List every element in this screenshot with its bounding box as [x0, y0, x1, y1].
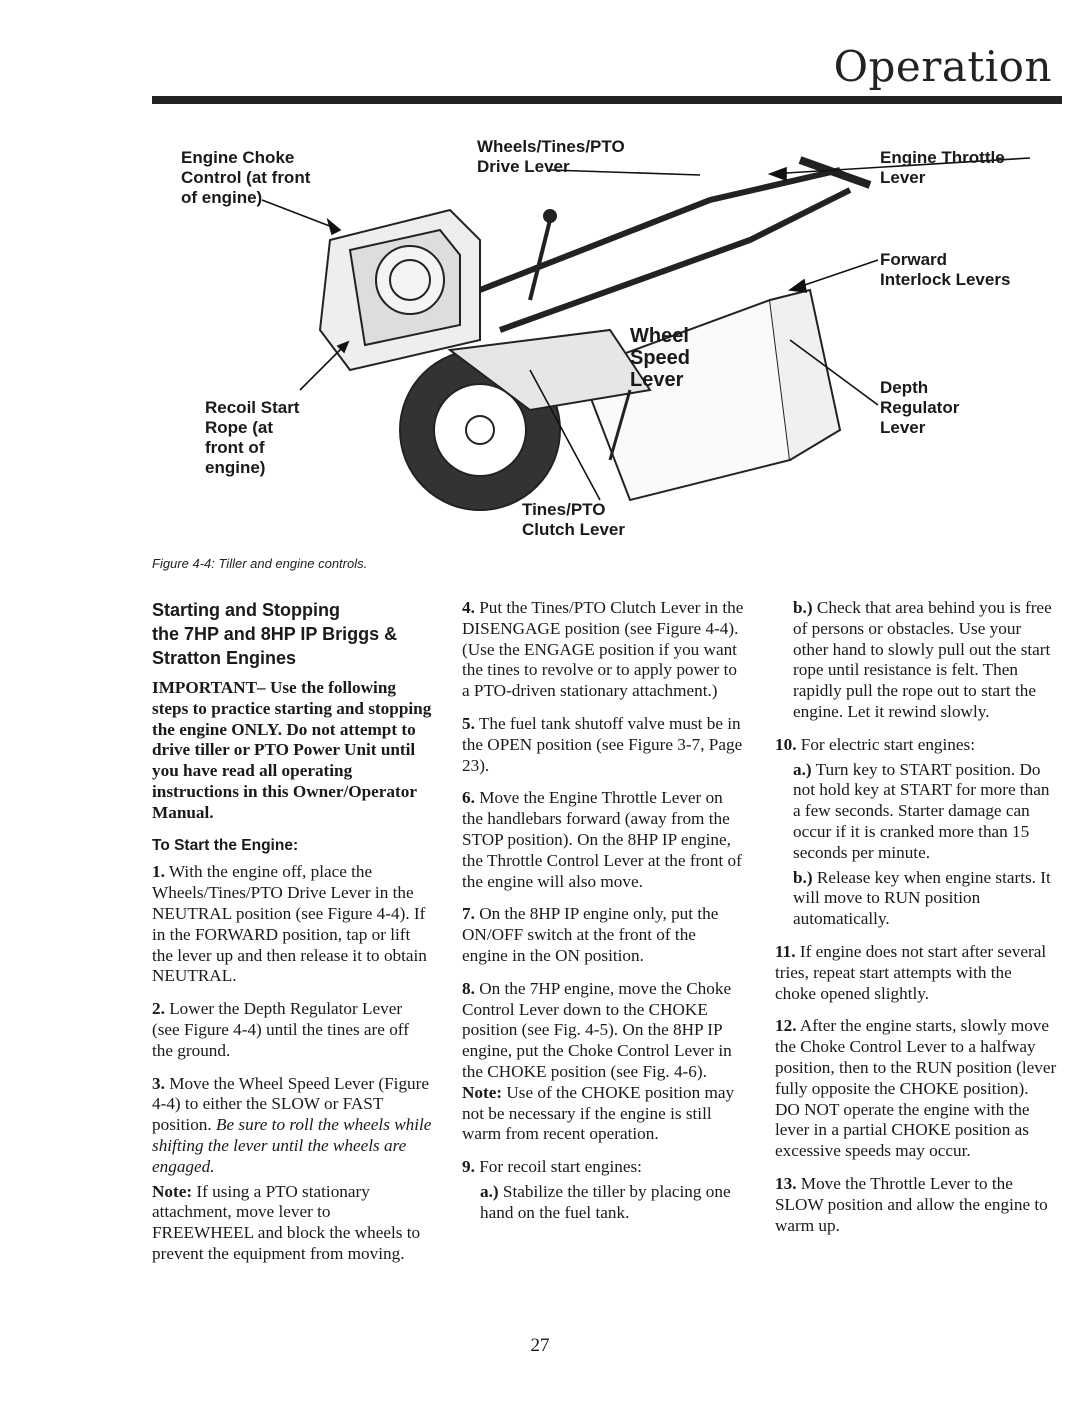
column-1: Starting and Stopping the 7HP and 8HP IP… [152, 598, 432, 1277]
step-4: 4. Put the Tines/PTO Clutch Lever in the… [462, 598, 744, 701]
step-8: 8. On the 7HP engine, move the Choke Con… [462, 978, 735, 1144]
step-10: 10. For electric start engines: [775, 734, 975, 754]
label-recoil-start: Recoil Start Rope (at front of engine) [205, 398, 300, 477]
step-3: 3. Move the Wheel Speed Lever (Figure 4-… [152, 1073, 432, 1176]
page-title: Operation [833, 42, 1052, 91]
section-heading: Starting and Stopping the 7HP and 8HP IP… [152, 600, 398, 668]
figure-caption: Figure 4-4: Tiller and engine controls. [152, 556, 368, 571]
step-13: 13. Move the Throttle Lever to the SLOW … [775, 1173, 1048, 1235]
step-9b: b.) Check that area behind you is free o… [793, 598, 1052, 721]
label-depth-regulator: Depth Regulator Lever [880, 378, 960, 437]
note: Note: If using a PTO stationary attachme… [152, 1181, 421, 1263]
column-3: b.) Check that area behind you is free o… [775, 598, 1057, 1248]
step-10a: a.) Turn key to START position. Do not h… [793, 759, 1050, 862]
label-forward-interlock: Forward Interlock Levers [880, 250, 1011, 289]
column-2: 4. Put the Tines/PTO Clutch Lever in the… [462, 598, 744, 1236]
step-9a: a.) Stabilize the tiller by placing one … [480, 1181, 731, 1222]
step-6: 6. Move the Engine Throttle Lever on the… [462, 788, 742, 891]
header-rule [152, 96, 1062, 104]
page-number: 27 [530, 1335, 550, 1356]
step-7: 7. On the 8HP IP engine only, put the ON… [462, 904, 719, 965]
important-notice: IMPORTANT– Use the following steps to pr… [152, 678, 432, 822]
step-2: 2. Lower the Depth Regulator Lever (see … [152, 999, 409, 1060]
step-11: 11. If engine does not start after sever… [775, 941, 1047, 1003]
label-drive-lever: Wheels/Tines/PTO Drive Lever [477, 137, 625, 176]
step-9: 9. For recoil start engines: [462, 1157, 642, 1177]
step-10b: b.) Release key when engine starts. It w… [793, 867, 1051, 929]
label-clutch-lever: Tines/PTO Clutch Lever [522, 500, 625, 539]
tiller-illustration [261, 156, 1031, 511]
label-engine-choke: Engine Choke Control (at front of engine… [181, 148, 311, 207]
label-engine-throttle: Engine Throttle Lever [880, 148, 1005, 187]
step-12: 12. After the engine starts, slowly move… [775, 1016, 1057, 1161]
subheading-start-engine: To Start the Engine: [152, 836, 299, 854]
step-5: 5. The fuel tank shutoff valve must be i… [462, 713, 743, 775]
step-1: 1. With the engine off, place the Wheels… [152, 862, 427, 986]
label-wheel-speed: Wheel Speed Lever [630, 325, 691, 391]
